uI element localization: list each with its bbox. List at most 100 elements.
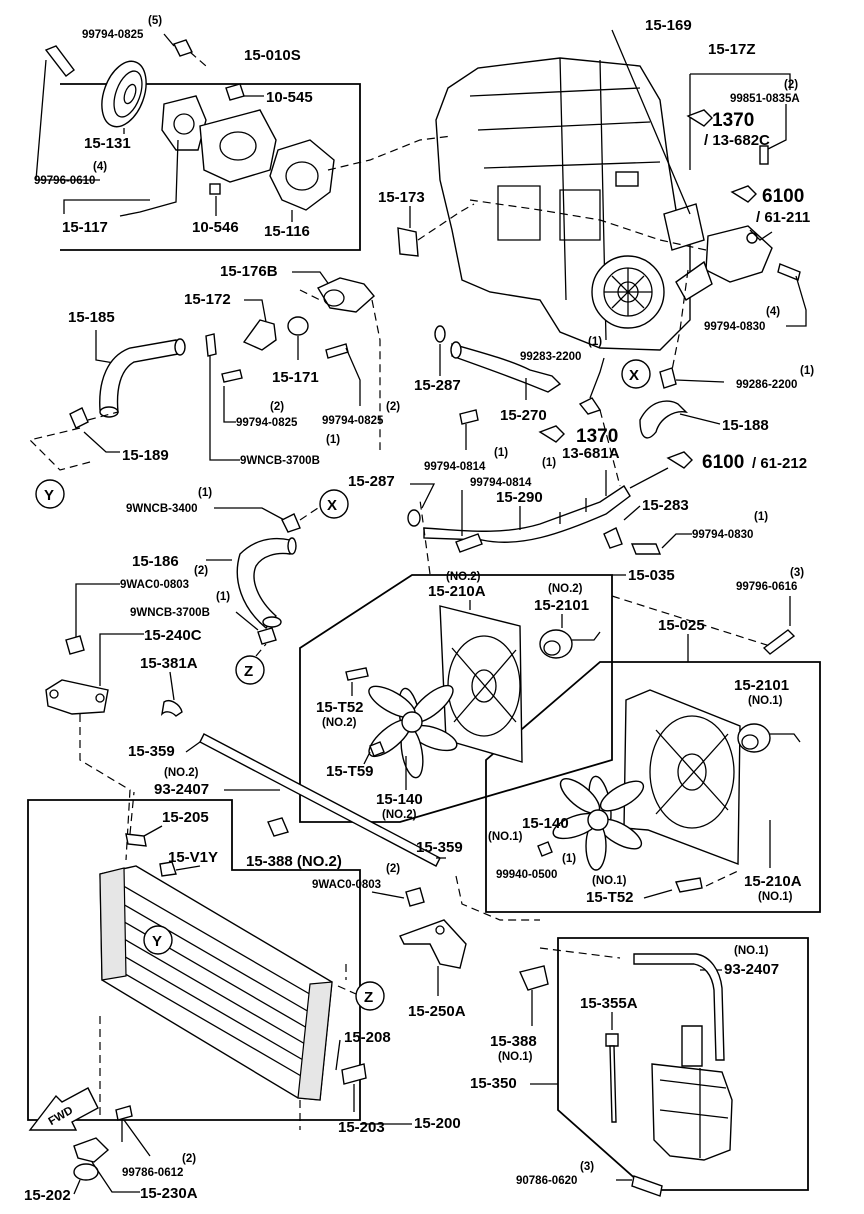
label-99794-0825-c: 99794-0825	[322, 415, 384, 427]
bolt	[630, 543, 662, 555]
left-hoses-group: Y (1) 9WNCB-3400 X 15-186 (2) 9WAC0-0803…	[35, 479, 349, 861]
qty-99794-0830-a: (4)	[766, 306, 780, 318]
label-15-171: 15-171	[272, 369, 319, 386]
o-ring-15-287-b	[407, 509, 421, 527]
bolt	[762, 629, 796, 655]
label-15-172: 15-172	[184, 291, 231, 308]
label-93-2407-a: 93-2407	[154, 781, 209, 798]
callout-z-a: Z	[244, 663, 253, 680]
label-99940-0500: 99940-0500	[496, 869, 557, 881]
label-15-t52-b: 15-T52	[586, 889, 634, 906]
label-15-186: 15-186	[132, 553, 179, 570]
hose-clamp	[281, 513, 301, 533]
label-15-388-a: 15-388 (NO.2)	[246, 853, 342, 870]
callout-x-a: X	[629, 367, 639, 384]
label-no1-a: (NO.1)	[748, 695, 783, 707]
water-pump-box	[60, 83, 361, 251]
label-99794-0814-b: 99794-0814	[470, 477, 532, 489]
qty-99786: (2)	[182, 1153, 196, 1165]
overflow-hose-no2	[199, 733, 441, 867]
label-9wncb-3700b-b: 9WNCB-3700B	[130, 607, 210, 619]
nut	[65, 635, 85, 655]
dowel-10-546	[209, 183, 221, 195]
label-15-359-a: 15-359	[128, 743, 175, 760]
qty-99794-0814-b: (1)	[542, 457, 556, 469]
bracket-15-250a	[399, 919, 467, 969]
label-15-210a-bot: 15-210A	[744, 873, 802, 890]
qty-99794-0830-b: (1)	[754, 511, 768, 523]
fan-motor-no2	[539, 629, 573, 659]
bracket-15-230a	[73, 1137, 110, 1163]
callout-z-icon	[355, 981, 385, 1011]
radiator-group: 15-205 15-V1Y Y Z 15-208 15-203 15-200 F…	[24, 809, 461, 1204]
qty-99851: (2)	[784, 79, 798, 91]
water-pump-part-10-545	[225, 83, 245, 101]
label-15-2101-top: 15-2101	[534, 597, 589, 614]
label-no1-f: (NO.1)	[498, 1051, 533, 1063]
label-1370-b: 1370	[576, 426, 618, 447]
fan-blade-no2	[368, 684, 458, 779]
label-99794-0830-b: 99794-0830	[692, 529, 753, 541]
bolt	[173, 39, 193, 57]
fan-blade-no1	[552, 775, 645, 871]
fwd-arrow-icon: FWD	[28, 1087, 99, 1131]
hose-clamp	[257, 627, 277, 645]
hand-pointer-icon	[538, 425, 565, 443]
label-no2-b: (NO.2)	[548, 583, 583, 595]
qty-9wac0-0803-a: (2)	[194, 565, 208, 577]
label-99794-0830-a: 99794-0830	[704, 321, 765, 333]
engine-block	[435, 57, 705, 351]
label-no2-a: (NO.2)	[446, 571, 481, 583]
qty-9wncb-3700b-b: (1)	[216, 591, 230, 603]
label-93-2407-b: 93-2407	[724, 961, 779, 978]
label-61-212: / 61-212	[752, 455, 807, 472]
label-6100-a: 6100	[762, 186, 804, 207]
fan-shroud-no1	[623, 689, 741, 866]
label-99786-0612: 99786-0612	[122, 1167, 183, 1179]
clip-15-381a	[160, 700, 183, 717]
label-15-131: 15-131	[84, 135, 131, 152]
label-15-208: 15-208	[344, 1029, 391, 1046]
water-outlet-15-172	[242, 319, 277, 351]
water-pump-flange	[161, 95, 207, 151]
clip	[205, 333, 217, 357]
qty-99794-0825-b: (2)	[270, 401, 284, 413]
clip-15-388-no1	[519, 965, 549, 991]
bolt-long	[44, 45, 75, 77]
hose-15-186	[236, 537, 291, 629]
qty-90786: (3)	[580, 1161, 594, 1173]
label-9wncb-3700b-a: 9WNCB-3700B	[240, 455, 320, 467]
leader-lines	[129, 409, 621, 835]
qty-99286: (1)	[800, 365, 814, 377]
qty-99794-0814-a: (1)	[494, 447, 508, 459]
label-15-t52-a: 15-T52	[316, 699, 364, 716]
callout-y-b: Y	[152, 933, 162, 950]
label-10-545: 10-545	[266, 89, 313, 106]
label-90786-0620: 90786-0620	[516, 1175, 577, 1187]
upper-hoses-group: 15-176B 15-172 15-171 (1) 9WNCB-3700B (2…	[28, 263, 807, 496]
callout-z-icon	[235, 655, 265, 685]
label-15-250a: 15-250A	[408, 1003, 466, 1020]
qty-99794-0825-c: (2)	[386, 401, 400, 413]
label-no2-c: (NO.2)	[322, 717, 357, 729]
label-15-200: 15-200	[414, 1115, 461, 1132]
pipe-15-290	[423, 485, 631, 543]
qty-9wncb-3700b-a: (1)	[326, 434, 340, 446]
label-15-381a: 15-381A	[140, 655, 198, 672]
label-99796-0616: 99796-0616	[736, 581, 797, 593]
label-15-17z: 15-17Z	[708, 41, 756, 58]
hose-15-185	[99, 339, 179, 413]
reservoir-box	[557, 937, 809, 1191]
drain-plug	[159, 861, 177, 877]
label-15-116: 15-116	[264, 223, 310, 240]
group-boxes	[27, 83, 821, 1191]
o-ring-15-287-a	[434, 325, 446, 343]
label-15-283: 15-283	[642, 497, 689, 514]
clip-15-388	[267, 817, 289, 837]
label-no1-c: (NO.1)	[592, 875, 627, 887]
bolt	[325, 343, 349, 359]
label-99286-2200: 99286-2200	[736, 379, 797, 391]
nut	[405, 887, 425, 907]
label-15-205: 15-205	[162, 809, 209, 826]
bolt	[221, 369, 243, 383]
